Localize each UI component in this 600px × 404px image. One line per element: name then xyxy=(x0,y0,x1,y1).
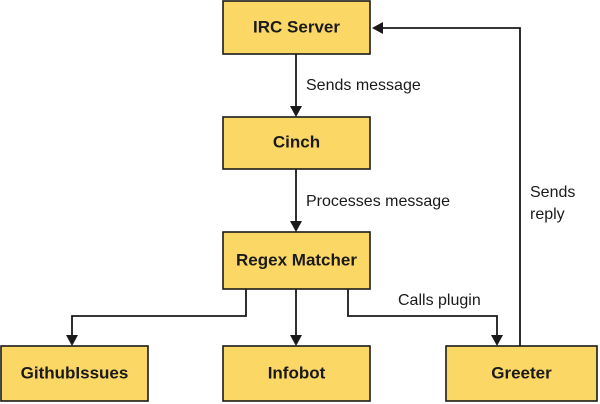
node-irc-server: IRC Server xyxy=(222,0,371,55)
label-calls-plugin: Calls plugin xyxy=(398,292,481,309)
node-greeter: Greeter xyxy=(445,345,598,402)
edge-regex-to-infobot xyxy=(290,289,302,346)
edge-irc-to-cinch xyxy=(290,54,302,117)
node-cinch-label: Cinch xyxy=(273,132,320,151)
edge-regex-to-greeter xyxy=(347,289,503,346)
label-sends-message: Sends message xyxy=(306,77,421,94)
node-infobot-label: Infobot xyxy=(268,363,326,382)
edge-regex-to-githubissues xyxy=(66,289,247,346)
edge-cinch-to-regex xyxy=(290,169,302,232)
node-greeter-label: Greeter xyxy=(491,363,552,382)
node-irc-server-label: IRC Server xyxy=(253,17,340,36)
label-processes-message: Processes message xyxy=(306,193,450,210)
label-sends-reply-line1: Sends xyxy=(530,184,575,201)
node-regex-matcher-label: Regex Matcher xyxy=(236,250,357,269)
node-regex-matcher: Regex Matcher xyxy=(222,231,371,290)
node-infobot: Infobot xyxy=(222,345,371,402)
node-cinch: Cinch xyxy=(222,116,371,170)
edge-greeter-to-irc-server xyxy=(372,22,521,346)
label-sends-reply-line2: reply xyxy=(530,206,565,223)
node-github-issues: GithubIssues xyxy=(0,345,149,402)
node-github-issues-label: GithubIssues xyxy=(21,363,129,382)
